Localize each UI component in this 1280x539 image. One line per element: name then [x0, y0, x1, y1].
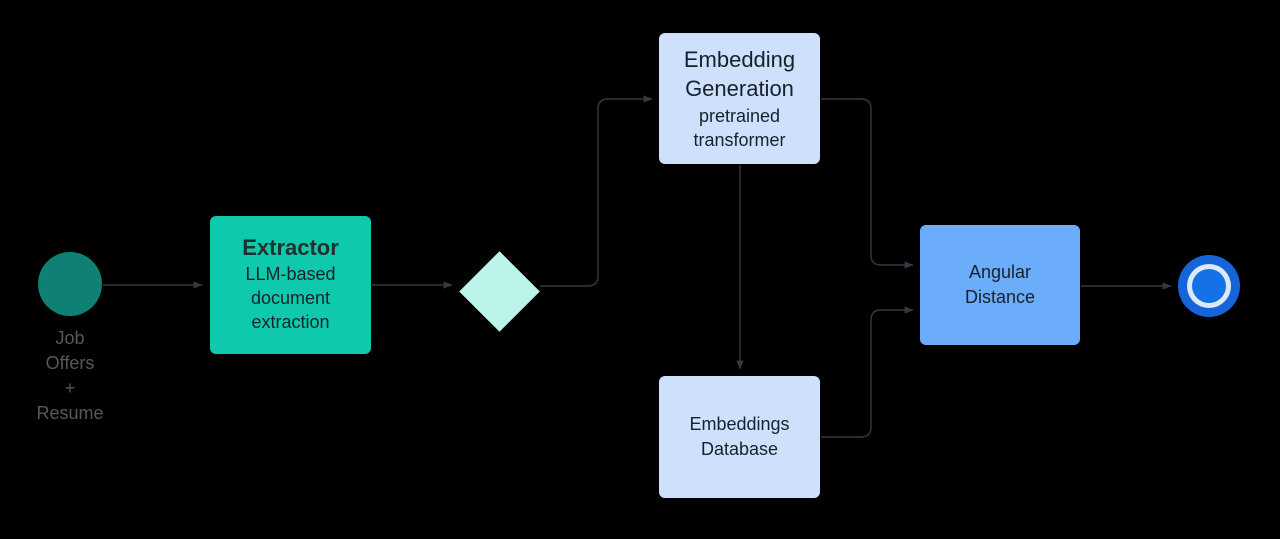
start-event-node[interactable] — [38, 252, 102, 316]
end-event-ring — [1187, 264, 1231, 308]
embedding-generation-node[interactable]: Embedding Generation pretrained transfor… — [659, 33, 820, 164]
embeddings-database-label: Embeddings Database — [689, 414, 790, 459]
embedding-generation-title: Embedding Generation — [683, 47, 796, 101]
gateway-node[interactable] — [458, 246, 540, 332]
gateway-diamond-shape — [458, 251, 540, 332]
edge-embedding-generation-to-angular-distance — [821, 98, 914, 269]
angular-distance-label: Angular Distance — [964, 262, 1036, 307]
embedding-generation-subtitle: pretrained transformer — [693, 106, 786, 150]
extractor-subtitle: LLM-based document extraction — [245, 263, 336, 332]
extractor-node[interactable]: Extractor LLM-based document extraction — [210, 216, 371, 354]
extractor-title: Extractor — [242, 235, 339, 261]
embeddings-database-node[interactable]: Embeddings Database — [659, 376, 820, 498]
angular-distance-node[interactable]: Angular Distance — [920, 225, 1080, 345]
start-event-label: Job Offers + Resume — [36, 328, 104, 423]
edge-gateway-to-embedding-generation — [540, 95, 653, 287]
end-event-core — [1192, 269, 1226, 303]
edge-database-to-angular-distance — [821, 306, 914, 438]
end-event-node[interactable] — [1178, 255, 1240, 317]
